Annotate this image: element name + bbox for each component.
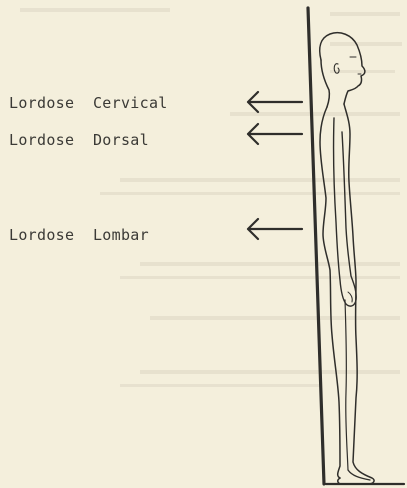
back-of-head — [321, 60, 329, 107]
head-outline — [320, 33, 365, 104]
wall-line — [308, 8, 324, 484]
arm-outline — [334, 118, 357, 306]
ear — [334, 64, 339, 73]
inner-leg — [345, 300, 348, 470]
